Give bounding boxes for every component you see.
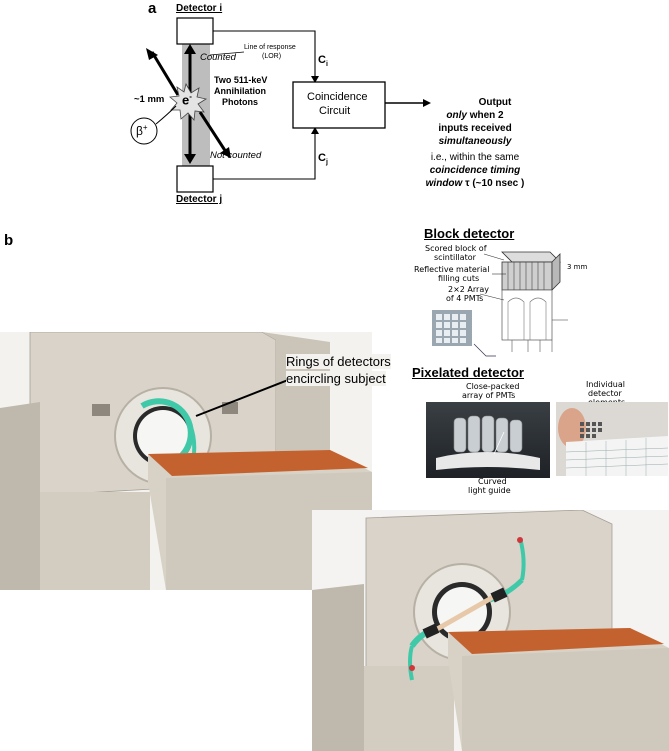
block-label-4: filling cuts: [438, 274, 480, 283]
curved-label-2: light guide: [468, 486, 511, 495]
lor-abbr: (LOR): [262, 53, 282, 60]
block-label-3: Reflective material: [414, 265, 490, 274]
individual-label-1: Individual: [586, 380, 625, 389]
detector-elements-photo: [556, 402, 668, 476]
circuit-line-2: Circuit: [319, 105, 351, 117]
scanner-photo-left: [0, 332, 372, 590]
lor-label: Line of response: [244, 44, 296, 51]
pmt-array-drawing: [436, 415, 540, 470]
scanner-photo-right: [312, 510, 669, 751]
photons-line-3: Photons: [222, 97, 258, 107]
counted-label: Counted: [200, 52, 236, 63]
detector-i-box: [176, 17, 214, 45]
panel-b-label: b: [4, 232, 14, 249]
block-label-1: Scored block of: [425, 244, 487, 253]
close-packed-label-2: array of PMTs: [462, 391, 516, 400]
block-detector-drawing: [432, 251, 568, 357]
positron-circle: [130, 117, 158, 145]
rings-label-1: Rings of detectors: [286, 354, 391, 369]
scanner-drawing-right: [312, 510, 669, 751]
detector-j-box: [176, 165, 214, 193]
circuit-line-1: Coincidence: [307, 91, 368, 103]
curved-label-1: Curved: [478, 477, 507, 486]
block-label-5: 2×2 Array: [448, 285, 489, 294]
block-label-6: of 4 PMTs: [446, 294, 484, 303]
not-counted-label: Not counted: [210, 150, 262, 161]
distance-label: ~1 mm: [134, 94, 165, 105]
scale-label: 3 mm: [567, 263, 588, 271]
positron-label: β+: [136, 123, 148, 138]
pmt-array-photo: [426, 402, 550, 478]
panel-a-diagram: [130, 17, 431, 193]
photons-line-1: Two 511-keV: [214, 75, 268, 85]
detector-i-label: Detector i: [176, 3, 223, 14]
coincidence-circuit-box: [292, 81, 386, 129]
panel-a-label: a: [148, 0, 157, 17]
annihilation-burst-icon: [169, 82, 208, 121]
rings-label-2: encircling subject: [286, 371, 386, 386]
individual-label-2: detector: [588, 389, 622, 398]
wire-j: [213, 130, 316, 180]
pixelated-detector-title: Pixelated detector: [412, 365, 524, 380]
electron-label: e-: [182, 92, 192, 108]
detector-j-label: Detector j: [176, 194, 223, 205]
scanner-drawing-left: [0, 332, 372, 590]
output-text: Output only when 2 inputs received simul…: [425, 97, 525, 189]
block-detector-title: Block detector: [424, 226, 515, 241]
block-label-2: scintillator: [434, 253, 476, 262]
ci-label: Ci: [318, 54, 328, 69]
detector-elements-drawing: [558, 408, 668, 476]
wire-i: [213, 30, 316, 80]
close-packed-label-1: Close-packed: [466, 382, 520, 391]
cj-label: Cj: [318, 152, 328, 167]
photons-line-2: Annihilation: [214, 86, 266, 96]
